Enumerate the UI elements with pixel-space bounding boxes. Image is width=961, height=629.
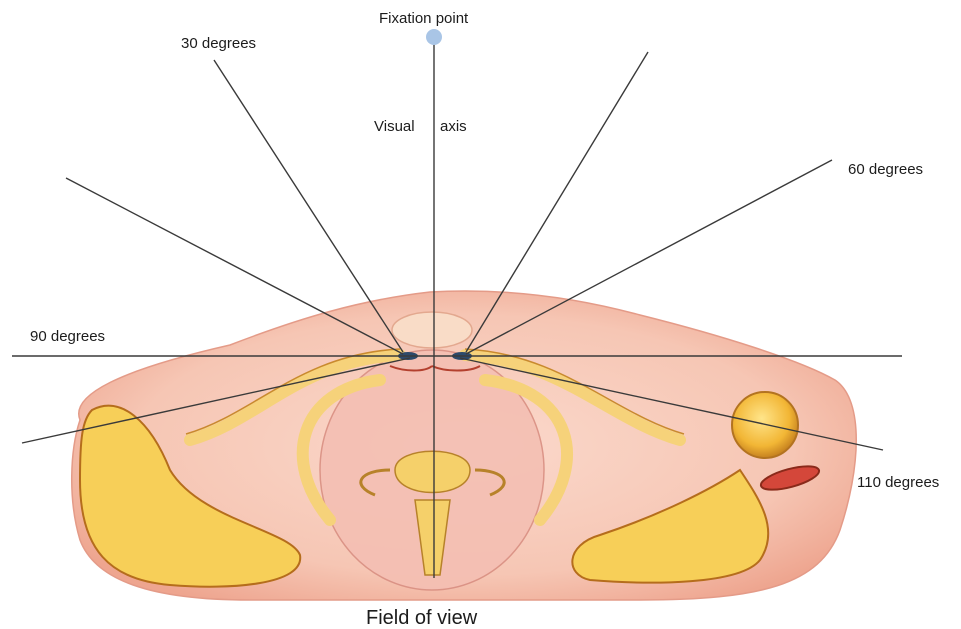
field-of-view-caption: Field of view: [366, 607, 478, 629]
deg90-label: 90 degrees: [30, 328, 105, 345]
axis-label: axis: [440, 118, 467, 135]
deg110-label: 110 degrees: [857, 474, 939, 491]
ray-30-left: [214, 60, 403, 352]
deg30-label: 30 degrees: [181, 35, 256, 52]
fixation-point-dot: [426, 29, 442, 45]
deg60-label: 60 degrees: [848, 161, 923, 178]
fixation-point-label: Fixation point: [379, 10, 469, 27]
ray-60-left: [66, 178, 403, 354]
head-top: [392, 312, 472, 348]
visual-label: Visual: [374, 118, 415, 135]
